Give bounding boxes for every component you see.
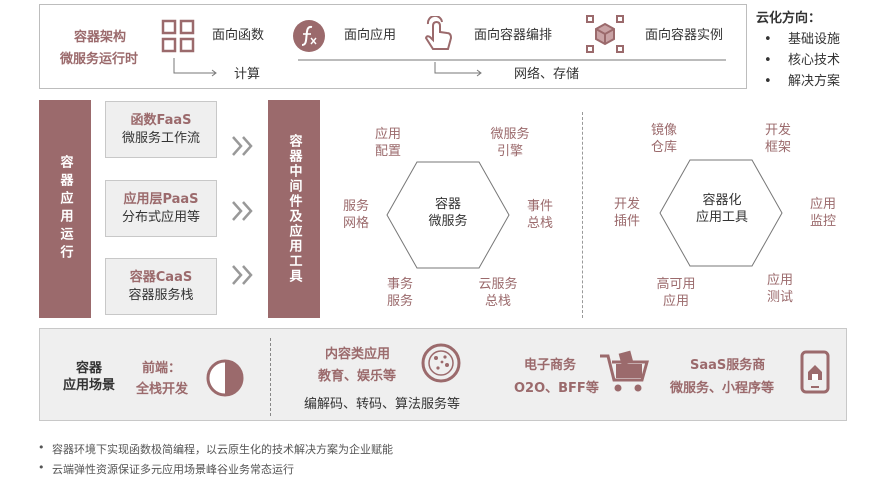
ecommerce-sub: O2O、BFF等 xyxy=(514,381,599,396)
media-disc-icon xyxy=(421,343,461,383)
cloud-direction-title: 云化方向： xyxy=(756,11,822,26)
tablet-home-icon xyxy=(800,350,830,394)
cloud-direction-list: 云化方向： 基础设施 核心技术 解决方案 xyxy=(756,8,840,92)
hex1-label: 微服务引擎 xyxy=(490,127,530,159)
hex1-label: 事务服务 xyxy=(386,277,413,309)
footnote: 容器环境下实现函数极简编程，以云原生化的技术解决方案为企业赋能 xyxy=(38,441,393,457)
top-item-instance: 面向容器实例 xyxy=(645,28,724,43)
top-sub-network: 网络、存储 xyxy=(514,67,580,82)
footnote: 云端弹性资源保证多元应用场景峰谷业务常态运行 xyxy=(38,461,294,477)
hex1-label: 服务网格 xyxy=(342,199,369,231)
top-sub-compute: 计算 xyxy=(234,67,261,82)
content-app-extra: 编解码、转码、算法服务等 xyxy=(304,397,461,412)
hex1-label: 事件总栈 xyxy=(526,199,553,231)
top-item-application: 面向应用 xyxy=(344,28,397,43)
hexagon-app-tools xyxy=(659,159,783,267)
scenes-title: 容器应用场景 xyxy=(62,361,115,393)
hexagon-microservice xyxy=(386,161,510,269)
frontend-label: 前端： xyxy=(142,361,182,376)
hex2-label: 应用监控 xyxy=(809,197,836,229)
cube-instance-icon xyxy=(586,15,624,53)
content-app-title: 内容类应用 xyxy=(325,347,391,362)
saas-title: SaaS服务商 xyxy=(690,358,766,373)
chevron-right-icon xyxy=(232,136,253,156)
content-app-sub: 教育、娱乐等 xyxy=(318,369,397,384)
hex2-label: 镜像仓库 xyxy=(650,123,677,155)
top-item-orchestration: 面向容器编排 xyxy=(474,28,553,43)
section-divider xyxy=(582,112,583,318)
top-architecture-box xyxy=(39,4,747,89)
cloud-direction-item: 基础设施 xyxy=(756,29,840,50)
hex2-label: 高可用应用 xyxy=(656,277,696,309)
hex1-label: 应用配置 xyxy=(374,127,401,159)
middleware-vertical-label: 容器中间件及应用工具 xyxy=(268,100,320,318)
ecommerce-title: 电子商务 xyxy=(524,358,577,373)
frontend-sub: 全栈开发 xyxy=(136,382,189,397)
hex2-label: 开发框架 xyxy=(764,123,791,155)
shopping-cart-icon xyxy=(600,350,649,392)
grid-icon xyxy=(161,19,195,53)
half-circle-icon xyxy=(206,359,244,397)
cloud-direction-item: 核心技术 xyxy=(756,50,840,71)
chevron-right-icon xyxy=(232,265,253,285)
saas-sub: 微服务、小程序等 xyxy=(670,381,775,396)
chevron-right-icon xyxy=(232,201,253,221)
top-title-2: 微服务运行时 xyxy=(60,52,139,67)
top-connector-lines xyxy=(173,58,726,77)
hex2-center: 容器化应用工具 xyxy=(695,193,748,225)
hex2-label: 应用测试 xyxy=(766,273,793,305)
top-item-function: 面向函数 xyxy=(212,28,265,43)
hex1-label: 云服务总栈 xyxy=(478,277,518,309)
runtime-vertical-label: 容器应用运行 xyxy=(39,100,91,318)
top-title-1: 容器架构 xyxy=(74,30,127,45)
hex2-label: 开发插件 xyxy=(613,197,640,229)
scenes-divider xyxy=(270,338,271,416)
hand-pointer-icon xyxy=(424,16,453,50)
cloud-direction-item: 解决方案 xyxy=(756,71,840,92)
hex1-center: 容器微服务 xyxy=(428,197,468,229)
function-icon xyxy=(293,20,325,52)
